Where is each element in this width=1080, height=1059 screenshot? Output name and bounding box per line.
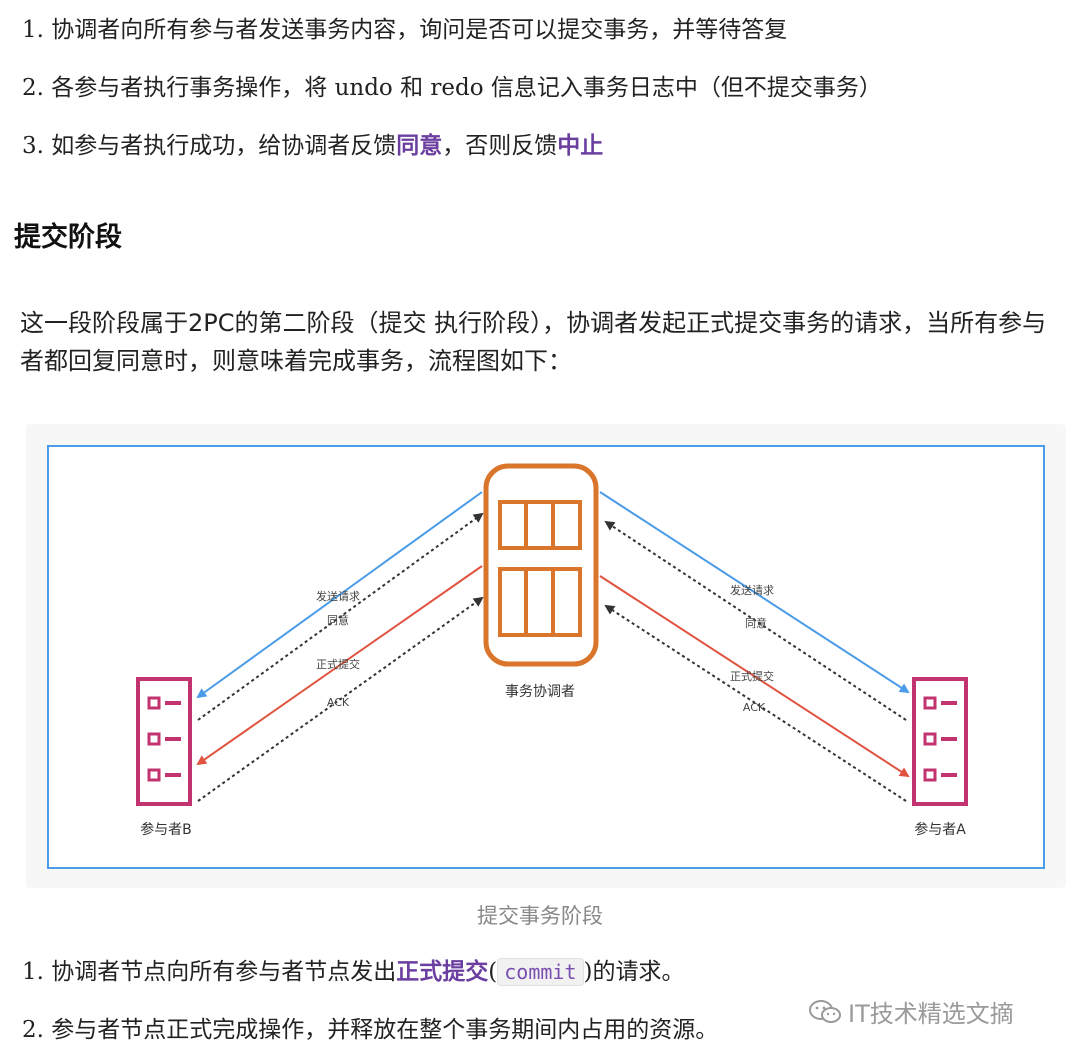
participant-a-label: 参与者A (914, 821, 966, 838)
list-text: 协调者节点向所有参与者节点发出 (51, 959, 397, 985)
watermark-text: IT技术精选文摘 (848, 1000, 1014, 1028)
label-send-request-right: 发送请求 (730, 583, 774, 597)
label-send-request-left: 发送请求 (316, 589, 360, 603)
participant-a-icon (912, 677, 968, 806)
arrow-commit-left (196, 565, 483, 766)
list-text: ，否则反馈 (442, 133, 558, 159)
highlight-agree: 同意 (396, 132, 443, 159)
coordinator-label: 事务协调者 (505, 684, 575, 700)
section-paragraph: 这一段阶段属于2PC的第二阶段（提交 执行阶段），协调者发起正式提交事务的请求，… (20, 309, 1047, 375)
arrow-ack-left (197, 596, 484, 802)
intro-list-item-2: 2. 各参与者执行事务操作，将 undo 和 redo 信息记入事务日志中（但不… (22, 72, 882, 104)
commit-phase-diagram: 事务协调者 参与者B 参与者A (26, 424, 1066, 888)
list-text: 各参与者执行事务操作，将 undo 和 redo 信息记入事务日志中（但不提交事… (51, 75, 882, 101)
participant-b-icon (136, 677, 192, 806)
list-number: 2. (22, 75, 44, 101)
list-text: 如参与者执行成功，给协调者反馈 (51, 133, 397, 159)
arrow-agree-left (197, 512, 484, 721)
list-text: )的请求。 (583, 959, 685, 985)
list-text: 参与者节点正式完成操作，并释放在整个事务期间内占用的资源。 (51, 1017, 719, 1043)
arrow-send-request-right (599, 491, 910, 694)
coordinator-icon (483, 463, 599, 667)
inline-code-commit: commit (497, 958, 584, 986)
diagram-frame (47, 445, 1045, 869)
label-ack-right: ACK (743, 701, 766, 714)
label-ack-left: ACK (327, 696, 350, 709)
wechat-icon (808, 999, 842, 1031)
intro-list-item-3: 3. 如参与者执行成功，给协调者反馈同意，否则反馈中止 (22, 130, 603, 162)
highlight-formal-commit: 正式提交 (396, 958, 489, 985)
arrow-commit-right (599, 575, 910, 778)
paren-open: ( (488, 959, 498, 985)
watermark: IT技术精选文摘 (808, 994, 1014, 1031)
label-commit-right: 正式提交 (730, 669, 774, 683)
figure-caption: 提交事务阶段 (477, 904, 603, 928)
participant-b-label: 参与者B (140, 821, 192, 838)
arrow-send-request-left (196, 491, 483, 699)
label-commit-left: 正式提交 (316, 657, 360, 671)
steps-list-item-2: 2. 参与者节点正式完成操作，并释放在整个事务期间内占用的资源。 (22, 1014, 718, 1046)
list-number: 3. (22, 133, 44, 159)
label-agree-left: 同意 (327, 613, 349, 627)
diagram-svg: 事务协调者 参与者B 参与者A (47, 445, 1045, 869)
label-agree-right: 同意 (745, 616, 767, 630)
list-number: 2. (22, 1017, 44, 1043)
section-heading: 提交阶段 (14, 222, 122, 253)
highlight-abort: 中止 (557, 132, 604, 159)
intro-list-item-1: 1. 协调者向所有参与者发送事务内容，询问是否可以提交事务，并等待答复 (22, 14, 787, 46)
list-number: 1. (22, 959, 44, 985)
list-number: 1. (22, 17, 44, 43)
steps-list-item-1: 1. 协调者节点向所有参与者节点发出正式提交(commit)的请求。 (22, 956, 684, 988)
list-text: 协调者向所有参与者发送事务内容，询问是否可以提交事务，并等待答复 (51, 17, 788, 43)
